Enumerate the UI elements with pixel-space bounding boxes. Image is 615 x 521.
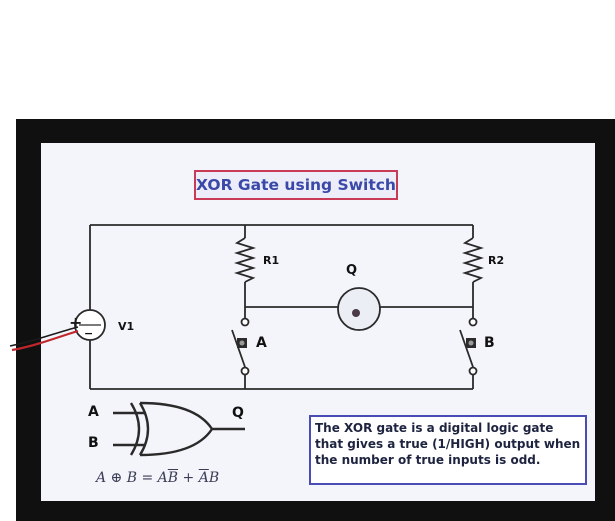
lamp-q-symbol — [337, 287, 381, 331]
resistor-r1-symbol — [233, 237, 257, 283]
gate-output-q-label: Q — [232, 405, 244, 421]
formula-a-bar: A — [198, 470, 209, 486]
label-lamp-q: Q — [346, 263, 358, 278]
xor-formula: A ⊕ B = AB + AB — [96, 470, 219, 486]
lamp-q-center — [352, 309, 360, 317]
gate-input-a-label: A — [88, 404, 99, 420]
xor-description-box: The XOR gate is a digital logic gate tha… — [309, 415, 587, 485]
black-lead-wire — [9, 326, 79, 347]
source-minus-sign: − — [84, 327, 94, 340]
label-r2: R2 — [488, 254, 505, 267]
switch-a-symbol — [231, 317, 250, 376]
diagram-title: XOR Gate using Switch — [194, 170, 398, 200]
formula-b-bar: B — [167, 470, 179, 486]
label-switch-b: B — [484, 335, 495, 351]
formula-lhs: A ⊕ B = A — [96, 470, 168, 486]
formula-term2-rest: B — [208, 470, 220, 486]
xor-gate-symbol — [113, 401, 245, 457]
red-lead-wire — [11, 329, 79, 352]
source-plus-sign: + — [69, 313, 83, 332]
switch-b-button-cap — [468, 340, 474, 346]
switch-a-button-cap — [239, 340, 245, 346]
circuit-wires — [89, 224, 474, 390]
label-v1: V1 — [118, 320, 135, 333]
label-r1: R1 — [263, 254, 280, 267]
formula-plus: + — [178, 470, 199, 486]
switch-b-symbol — [459, 317, 478, 376]
label-switch-a: A — [256, 335, 267, 351]
resistor-r2-symbol — [461, 237, 485, 283]
gate-input-b-label: B — [88, 435, 99, 451]
